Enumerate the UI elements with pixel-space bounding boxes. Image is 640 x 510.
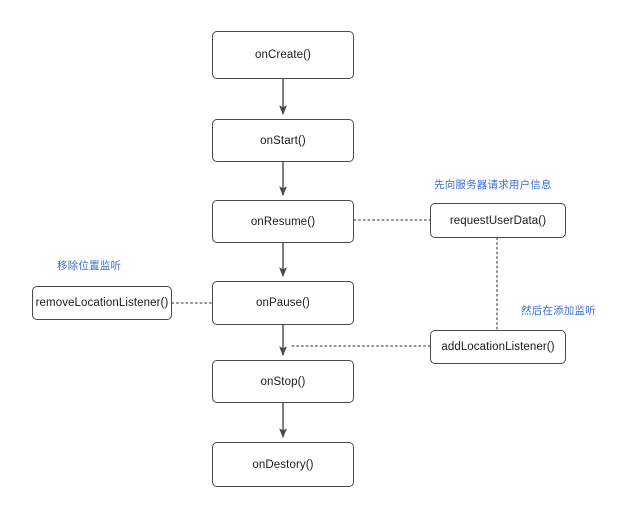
annotation-request-user-data: 先向服务器请求用户信息 bbox=[434, 179, 552, 191]
node-requestUserData[interactable]: requestUserData() bbox=[430, 203, 566, 238]
node-label-requestUserData: requestUserData() bbox=[449, 214, 547, 227]
node-label-onCreate: onCreate() bbox=[255, 49, 311, 61]
node-label-onStop: onStop() bbox=[260, 375, 306, 388]
node-onPause[interactable]: onPause() bbox=[212, 281, 354, 325]
node-removeLocationListener[interactable]: removeLocationListener() bbox=[32, 286, 172, 320]
node-label-onPause: onPause() bbox=[256, 297, 310, 309]
node-onStart[interactable]: onStart() bbox=[212, 119, 354, 162]
node-onCreate[interactable]: onCreate() bbox=[212, 31, 354, 79]
node-onStop[interactable]: onStop() bbox=[212, 360, 354, 403]
annotation-remove-location-listener: 移除位置监听 bbox=[57, 260, 122, 272]
node-label-removeLocationListener: removeLocationListener() bbox=[35, 297, 169, 309]
node-onResume[interactable]: onResume() bbox=[212, 200, 354, 243]
annotation-add-location-listener: 然后在添加监听 bbox=[521, 305, 596, 317]
node-label-addLocationListener: addLocationListener() bbox=[441, 341, 555, 353]
node-label-onDestory: onDestory() bbox=[252, 458, 314, 471]
node-onDestory[interactable]: onDestory() bbox=[212, 442, 354, 487]
node-addLocationListener[interactable]: addLocationListener() bbox=[430, 330, 566, 364]
node-label-onResume: onResume() bbox=[250, 215, 316, 228]
node-label-onStart: onStart() bbox=[260, 134, 306, 147]
